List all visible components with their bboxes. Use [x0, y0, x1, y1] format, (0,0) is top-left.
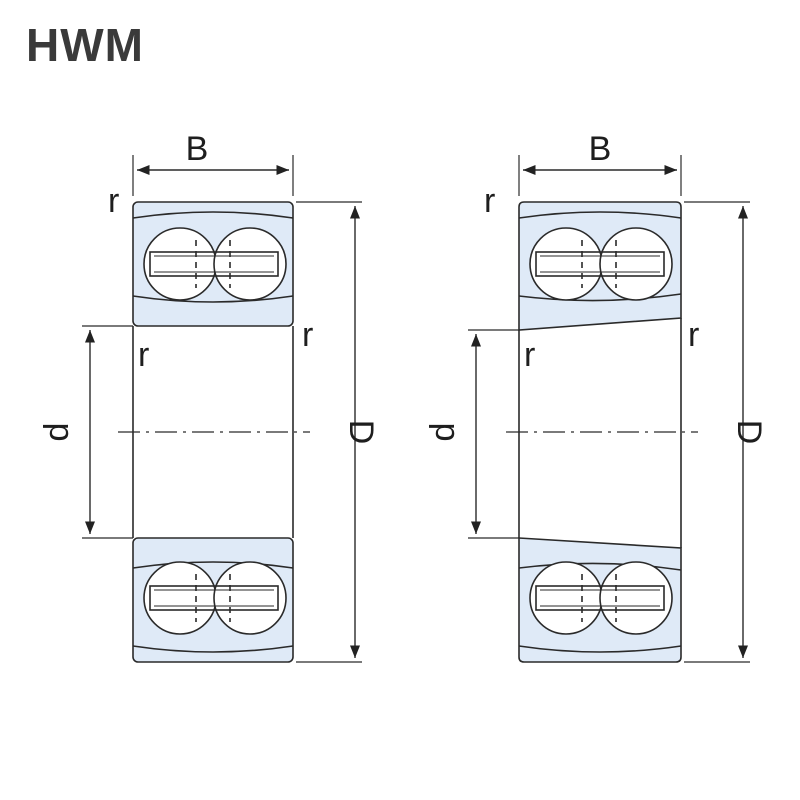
label-width-b: B [186, 130, 209, 168]
drawing-tapered-bore [468, 155, 750, 663]
label-chamfer-r: r [688, 316, 699, 354]
label-outer-diameter-d: D [730, 420, 768, 445]
label-bore-diameter-d: d [38, 423, 76, 442]
label-chamfer-r: r [108, 182, 119, 220]
label-width-b: B [589, 130, 612, 168]
label-bore-diameter-d: d [424, 423, 462, 442]
drawing-cylindrical-bore [82, 155, 362, 663]
bearing-section-top [132, 201, 294, 327]
brand-logo-text: HWM [26, 19, 144, 71]
label-chamfer-r: r [484, 182, 495, 220]
label-chamfer-r: r [524, 336, 535, 374]
bearing-section-bottom [518, 537, 682, 663]
label-chamfer-r: r [138, 336, 149, 374]
bearing-section-bottom [132, 537, 294, 663]
label-outer-diameter-d: D [342, 420, 380, 445]
bearing-section-top [518, 201, 682, 331]
label-chamfer-r: r [302, 316, 313, 354]
